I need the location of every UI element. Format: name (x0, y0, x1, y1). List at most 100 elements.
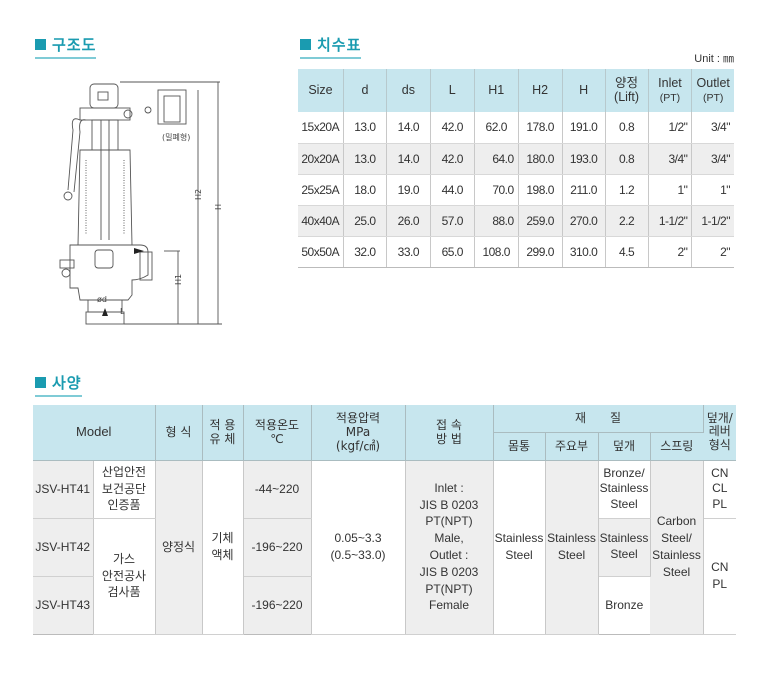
conn-line: Outlet : (429, 548, 469, 562)
inlet-label: Inlet (658, 75, 682, 90)
col-l: L (429, 69, 475, 112)
unit-label: Unit : ㎜ (694, 53, 734, 65)
pressure-h2: MPa (345, 425, 371, 440)
col-h2: H2 (517, 69, 563, 112)
dim-h1-label: H1 (174, 274, 183, 285)
inlet-sub: (PT) (659, 91, 681, 104)
cell-d: 25.0 (343, 205, 387, 237)
cell-temp: -196~220 (243, 576, 312, 635)
lever-h1: 덮개/ (706, 410, 733, 425)
valve-structure-diagram: (밀폐형) H H2 H1 ød L (59, 81, 223, 325)
temp-h2: ℃ (270, 432, 284, 447)
cell-h2: 299.0 (518, 236, 563, 268)
col-spring: 스프링 (650, 432, 703, 461)
cell-h1: 70.0 (474, 174, 519, 206)
cell-lift: 1.2 (605, 174, 649, 206)
col-size: Size (297, 69, 344, 112)
conn-line: Male, (434, 531, 464, 546)
dim-l-label: L (120, 307, 125, 316)
conn-h2: 방 법 (436, 432, 462, 447)
col-d: d (342, 69, 387, 112)
dim-h-label: H (214, 204, 223, 210)
cell-lift: 4.5 (605, 236, 649, 268)
section-title-text: 사양 (52, 374, 82, 392)
pressure-h1: 적용압력 (335, 410, 381, 425)
table-row: JSV-HT43 -196~220 Bronze (33, 576, 736, 635)
section-title-dimensions: 치수표 (300, 34, 362, 59)
table-row: 40x40A 25.0 26.0 57.0 88.0 259.0 270.0 2… (297, 205, 734, 237)
square-bullet-icon (300, 39, 311, 50)
pressure-line: 0.05~3.3 (334, 531, 382, 546)
spring-line: Steel/ (661, 531, 692, 546)
cell-h1: 88.0 (474, 205, 519, 237)
main-line: Stainless (547, 531, 596, 546)
conn-line: PT(NPT) (425, 581, 473, 596)
dimension-table: Size d ds L H1 H2 H 양정(Lift) Inlet(PT) O… (297, 69, 734, 268)
conn-line: JIS B 0203 (419, 564, 479, 579)
lever-line: PL (712, 577, 728, 591)
cell-h2: 198.0 (518, 174, 563, 206)
body-line: Steel (505, 548, 533, 562)
cap-line: Stainless (599, 481, 649, 496)
conn-line: Inlet : (434, 480, 464, 495)
cap-line: Steel (610, 547, 638, 561)
conn-line: PT(NPT) (425, 514, 473, 529)
cell-connection: Inlet : JIS B 0203 PT(NPT) Male, Outlet … (405, 460, 494, 635)
lever-h3: 형식 (708, 438, 731, 453)
cell-h: 193.0 (562, 143, 606, 175)
cell-l: 44.0 (430, 174, 475, 206)
outlet-sub: (PT) (703, 91, 724, 104)
section-title-structure: 구조도 (35, 34, 97, 59)
lever-line: CN (711, 465, 729, 480)
cell-ds: 33.0 (386, 236, 431, 268)
col-h: H (561, 69, 606, 112)
cell-size: 50x50A (297, 236, 344, 268)
cell-model: JSV-HT43 (33, 576, 94, 635)
spring-line: Carbon (656, 514, 697, 529)
cell-l: 42.0 (430, 112, 475, 144)
fluid-line: 기체 (211, 531, 234, 546)
cell-outlet: 3/4" (691, 143, 734, 175)
cell-cap: Bronze (598, 576, 650, 635)
lever-line: CN (711, 560, 729, 575)
cert-line: 가스 (112, 551, 136, 566)
cell-pressure: 0.05~3.3(0.5~33.0) (311, 460, 406, 635)
square-bullet-icon (35, 39, 46, 50)
cell-d: 13.0 (343, 112, 387, 144)
cert-line: 산업안전 (101, 464, 147, 479)
cell-lift: 0.8 (605, 112, 649, 144)
cell-h: 270.0 (562, 205, 606, 237)
cell-lever: CN PL (703, 518, 736, 635)
pressure-h3: (kgf/㎠) (335, 439, 381, 454)
spring-line: Steel (662, 564, 691, 579)
table-row: 50x50A 32.0 33.0 65.0 108.0 299.0 310.0 … (297, 236, 734, 268)
cell-model: JSV-HT41 (33, 460, 94, 519)
table-header-row: Size d ds L H1 H2 H 양정(Lift) Inlet(PT) O… (297, 69, 734, 112)
cap-line: Steel (610, 496, 638, 511)
col-type: 형 식 (155, 405, 203, 461)
col-inlet: Inlet(PT) (647, 69, 693, 112)
col-material: 재 질 (493, 405, 704, 433)
col-outlet: Outlet(PT) (691, 69, 734, 112)
fluid-h2: 유 체 (209, 432, 236, 447)
cell-h2: 259.0 (518, 205, 563, 237)
spring-line: Stainless (652, 548, 701, 562)
conn-h1: 접 속 (436, 417, 462, 432)
cell-lift: 0.8 (605, 143, 649, 175)
cell-h2: 180.0 (518, 143, 563, 175)
lift-label: 양정 (615, 75, 639, 90)
outlet-label: Outlet (696, 75, 730, 90)
cell-temp: -196~220 (243, 518, 312, 577)
cell-size: 40x40A (297, 205, 344, 237)
cell-ds: 26.0 (386, 205, 431, 237)
